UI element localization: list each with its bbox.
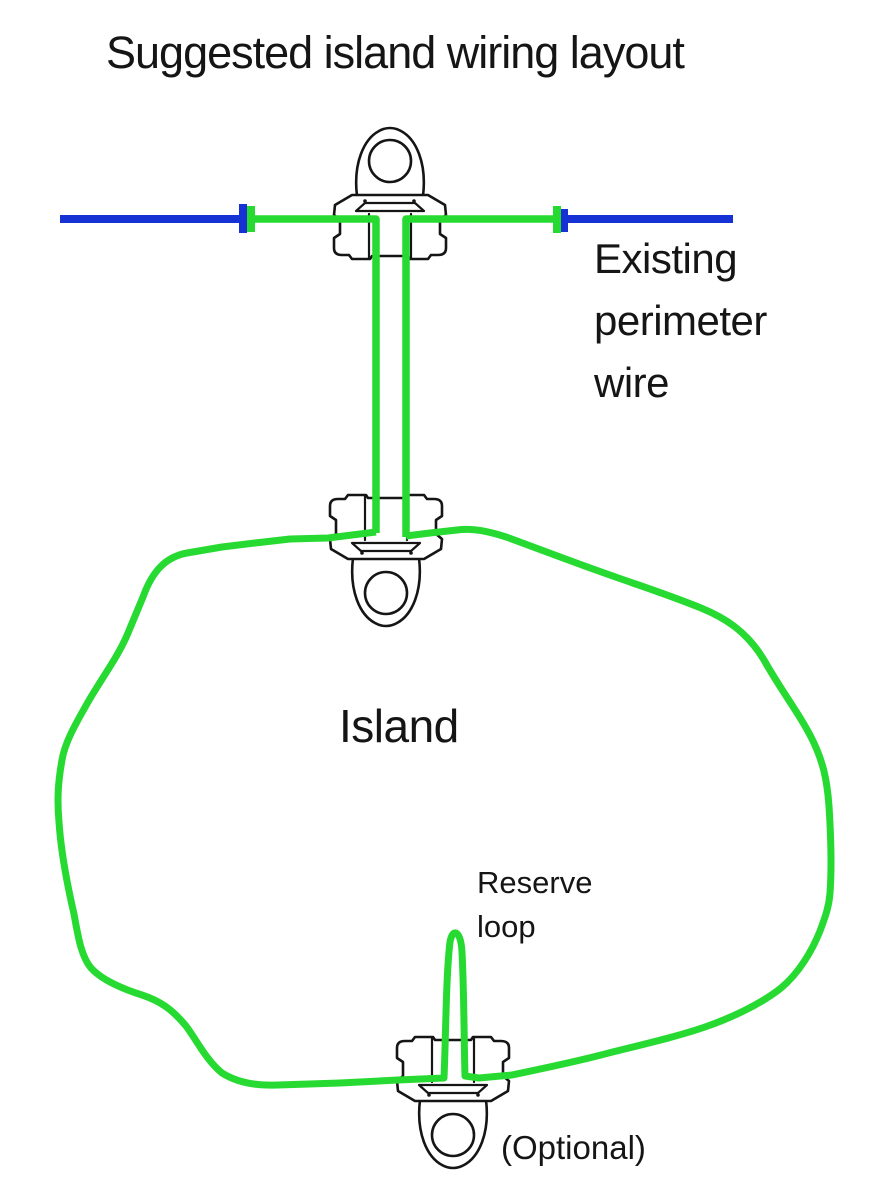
island-loop-wire	[54, 525, 835, 1089]
top-wire-connector-icon	[332, 126, 448, 261]
island-feed-wire-left	[251, 215, 380, 533]
island-feed-wire-right	[402, 215, 557, 537]
perimeter-wire-label-line1: Existing	[594, 235, 738, 282]
island-label: Island	[339, 700, 459, 752]
perimeter-wire-label-line2: perimeter	[594, 297, 767, 344]
reserve-loop-label: Reserve loop	[477, 861, 592, 949]
diagram-title: Suggested island wiring layout	[106, 27, 685, 78]
perimeter-wire-label-line3: wire	[594, 359, 670, 406]
middle-wire-connector-icon	[328, 493, 444, 628]
bottom-wire-connector-icon	[395, 1035, 511, 1170]
reserve-loop-label-line2: loop	[477, 909, 536, 944]
optional-label: (Optional)	[501, 1129, 646, 1166]
perimeter-wire-label: Existing perimeter wire	[594, 228, 767, 414]
reserve-loop-label-line1: Reserve	[477, 865, 593, 900]
